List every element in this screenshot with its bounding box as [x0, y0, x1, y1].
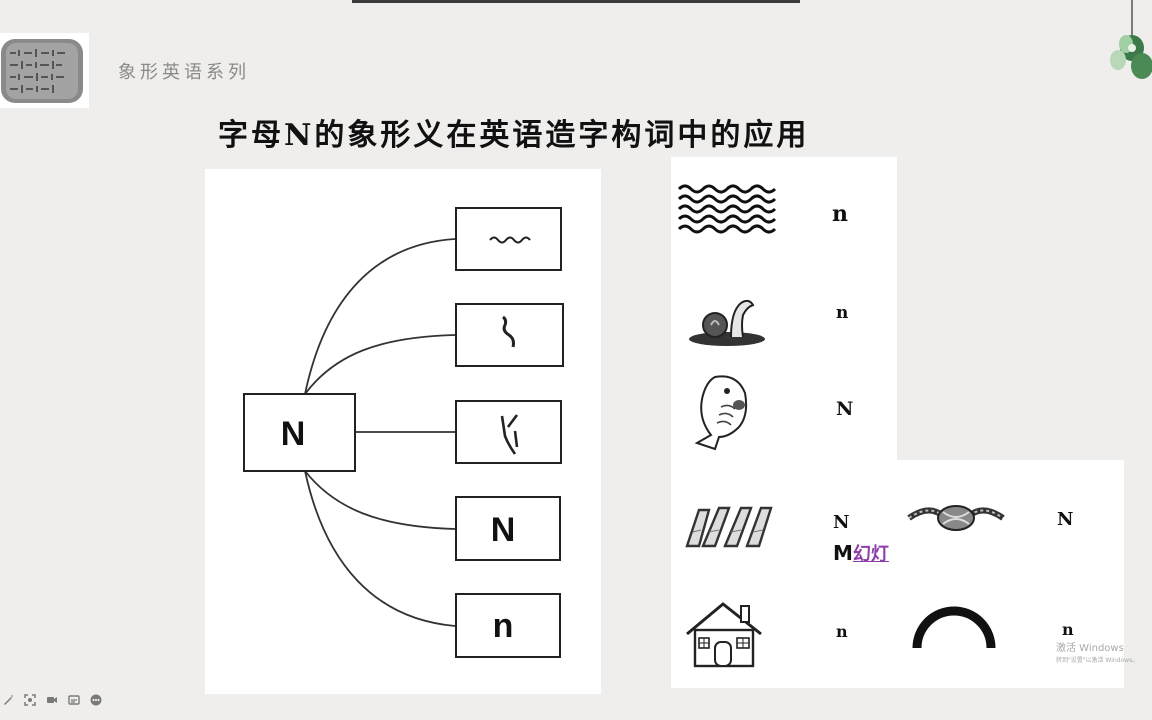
- knot-label: N: [1057, 509, 1074, 530]
- arch-label: n: [1062, 620, 1074, 639]
- water-label: n: [832, 201, 848, 227]
- fish-glyph-icon: [500, 414, 519, 455]
- spring-label: N: [833, 512, 850, 533]
- watermark-line2: 转到"设置"以激活 Windows。: [1056, 657, 1139, 664]
- knot-rope-icon: [907, 505, 1005, 531]
- branch-node-snake: [455, 303, 564, 367]
- watermark-line1: 激活 Windows: [1056, 643, 1124, 654]
- connector-lines: [304, 238, 456, 627]
- branch-node-small-n: n: [455, 593, 561, 658]
- magic-link[interactable]: 幻灯: [852, 544, 889, 565]
- picture-panel-lower: N M幻灯 N n n: [671, 460, 1124, 688]
- subtitle-icon[interactable]: [66, 692, 82, 708]
- house-icon: [686, 602, 762, 668]
- arch-icon: [912, 606, 996, 649]
- screenshot-icon[interactable]: [22, 692, 38, 708]
- snail-icon: [689, 299, 765, 346]
- branch-node-fish: [455, 400, 562, 464]
- fish-label: N: [836, 398, 854, 420]
- camera-icon[interactable]: [44, 692, 60, 708]
- pen-icon[interactable]: [0, 692, 16, 708]
- page-title: 字母N的象形义在英语造字构词中的应用: [218, 118, 810, 153]
- magic-prefix: M: [833, 541, 853, 565]
- windows-activation-watermark: 激活 Windows 转到"设置"以激活 Windows。: [1056, 643, 1138, 667]
- cuneiform-tablet-image: [0, 33, 89, 108]
- letter-n-tree-diagram: N N n: [205, 169, 601, 694]
- branch-small-n-label: n: [493, 607, 514, 645]
- coil-spring-icon: [685, 506, 773, 548]
- branch-node-wave: [455, 207, 562, 271]
- branch-node-capital-n: N: [455, 496, 561, 561]
- bottom-toolbar: [0, 692, 104, 708]
- house-label: n: [836, 622, 848, 641]
- magic-text: M幻灯: [833, 540, 889, 566]
- water-waves-icon: [677, 184, 777, 234]
- root-node-label: N: [281, 415, 306, 453]
- top-bar: [352, 0, 800, 3]
- series-label: 象形英语系列: [118, 62, 250, 83]
- snail-label: n: [836, 303, 849, 323]
- more-icon[interactable]: [88, 692, 104, 708]
- branch-capital-n-label: N: [491, 511, 516, 549]
- hanging-lamp-decoration: [1104, 0, 1152, 90]
- fish-icon: [694, 375, 748, 451]
- snake-glyph-icon: [502, 315, 515, 348]
- root-node: N: [243, 393, 356, 472]
- wave-glyph-icon: [489, 236, 531, 244]
- picture-panel-upper: n n N: [671, 157, 897, 463]
